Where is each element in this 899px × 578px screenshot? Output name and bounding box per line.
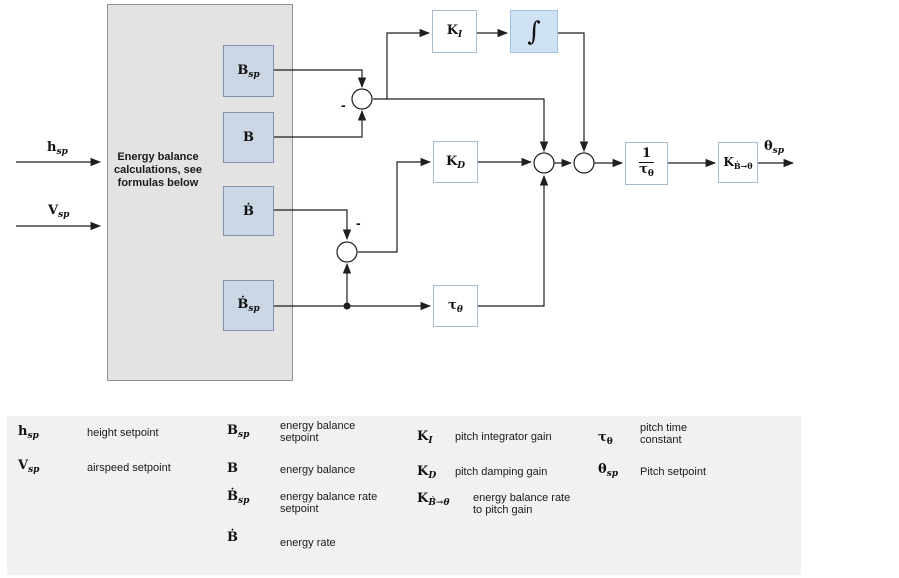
gray-box-line2: calculations, see [113,164,203,176]
legend-sym-bsp: Bsp [227,423,250,440]
integral-icon: ∫ [527,16,541,47]
block-tau: τθ [433,285,478,327]
thetasp-output-label: θsp [764,139,785,156]
legend-panel: hsp height setpoint Vsp airspeed setpoin… [7,416,801,575]
minus-sign-sum2: - [356,215,361,231]
minus-sign-sum1: - [341,97,346,113]
legend-desc-hsp: height setpoint [87,427,159,439]
legend-sym-kd: KD [417,464,437,481]
summing-junction-3 [533,152,555,174]
hsp-input-label: hsp [47,140,68,157]
b-to-sum1 [274,109,367,138]
block-ki: KI [432,10,477,53]
legend-sym-hsp: hsp [18,424,39,441]
gray-box-line1: Energy balance [117,151,199,163]
legend-sym-bdot: Ḃ [227,530,238,545]
sum2-to-kd [358,157,432,253]
legend-desc-kd: pitch damping gain [455,466,548,478]
legend-desc-thetasp: Pitch setpoint [640,466,707,478]
branch-to-ki [386,28,431,99]
fraction-numerator: 1 [641,145,652,161]
legend-sym-tau: τθ [598,430,613,447]
block-bsp: Bsp [223,45,274,97]
bdot-to-sum2 [274,209,352,241]
block-bdot: Ḃ [223,186,274,236]
gray-box-line3: formulas below [117,177,199,189]
legend-sym-vsp: Vsp [18,458,40,475]
legend-desc-vsp: airspeed setpoint [87,462,171,474]
integrator-to-sum4 [558,32,589,153]
tau-to-sum3 [478,174,549,307]
legend-sym-kbtheta: KḂ→θ [417,491,450,508]
summing-junction-4 [573,152,595,174]
block-integrator: ∫ [510,10,558,53]
sum1-to-sum3 [373,98,549,153]
fraction-bar [639,161,654,163]
vsp-input-label: Vsp [48,203,70,220]
legend-sym-ki: KI [417,429,433,446]
block-inv-tau: 1 τθ [625,142,668,185]
junction-dot [343,302,351,310]
summing-junction-1 [351,88,373,110]
legend-sym-bdotsp: Ḃsp [227,489,250,506]
legend-sym-thetasp: θsp [598,462,619,479]
energy-balance-calculations-label: Energy balance calculations, see formula… [103,151,213,190]
legend-desc-b: energy balance [280,464,356,476]
legend-desc-bdot: energy rate [280,537,336,549]
block-kd: KD [433,141,478,183]
bsp-to-sum1 [274,69,367,89]
summing-junction-2 [336,241,358,263]
legend-sym-b: B [227,461,238,476]
fraction-denominator: τθ [639,161,654,179]
legend-desc-ki: pitch integrator gain [455,431,552,443]
block-bdotsp: Ḃsp [223,280,274,331]
block-b: B [223,112,274,163]
block-kbtheta: KḂ→θ [718,142,758,183]
